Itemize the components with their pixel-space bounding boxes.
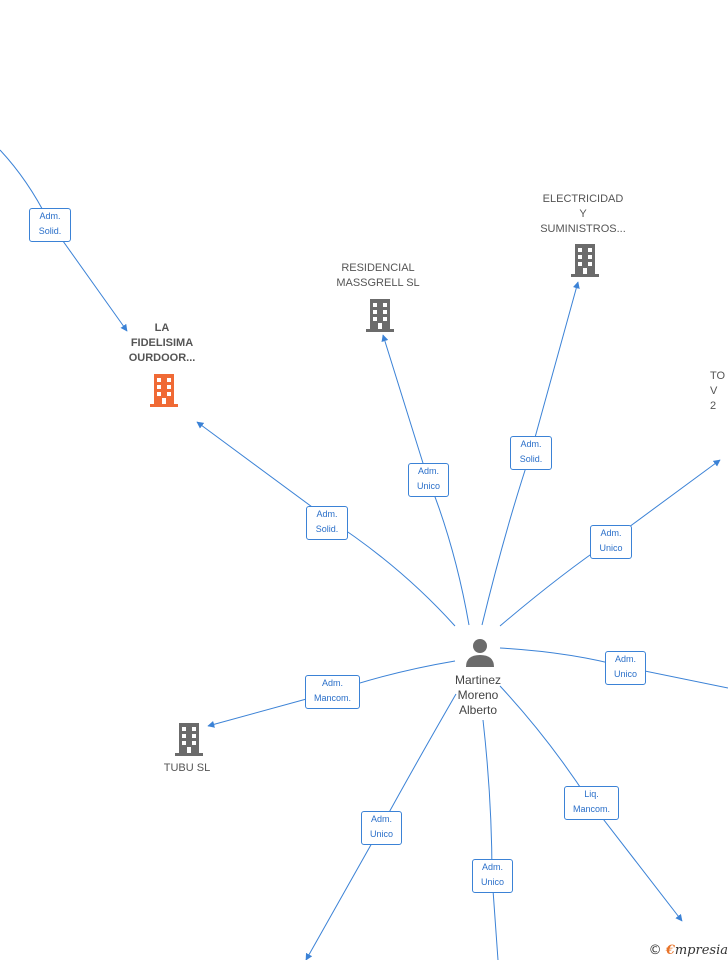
building-icon[interactable] bbox=[148, 372, 180, 408]
relation-label-to-electricidad[interactable]: Adm. Solid. bbox=[510, 436, 552, 470]
building-icon[interactable] bbox=[364, 297, 396, 333]
relation-label-bottom-left[interactable]: Adm. Unico bbox=[361, 811, 402, 845]
node-label-electricidad[interactable]: ELECTRICIDAD Y SUMINISTROS... bbox=[540, 193, 626, 235]
relation-label-to-right-middle[interactable]: Adm. Unico bbox=[605, 651, 646, 685]
relation-label-bottom-center[interactable]: Adm. Unico bbox=[472, 859, 513, 893]
relation-label-top-left[interactable]: Adm. Solid. bbox=[29, 208, 71, 242]
node-label-tubu[interactable]: TUBU SL bbox=[163, 762, 211, 774]
relation-label-to-right-upper[interactable]: Adm. Unico bbox=[590, 525, 632, 559]
edge-bottom-center bbox=[482, 719, 499, 960]
relation-label-to-fidelisima[interactable]: Adm. Solid. bbox=[306, 506, 348, 540]
relation-label-to-tubu[interactable]: Adm. Mancom. bbox=[305, 675, 360, 709]
building-icon[interactable] bbox=[173, 721, 205, 757]
brand-e-glyph: € bbox=[665, 943, 675, 958]
node-label-la-fidelisima[interactable]: LA FIDELISIMA OURDOOR... bbox=[128, 322, 196, 364]
person-icon[interactable] bbox=[464, 636, 496, 668]
node-label-residencial[interactable]: RESIDENCIAL MASSGRELL SL bbox=[336, 262, 420, 289]
copyright-symbol: © bbox=[648, 943, 662, 958]
node-label-partial-right[interactable]: TO V 2 bbox=[710, 370, 726, 412]
building-icon[interactable] bbox=[569, 242, 601, 278]
empresia-watermark: © €mpresia bbox=[649, 943, 728, 958]
node-label-center-person[interactable]: Martinez Moreno Alberto bbox=[454, 673, 501, 717]
brand-text: mpresia bbox=[674, 943, 728, 958]
relation-label-to-residencial[interactable]: Adm. Unico bbox=[408, 463, 449, 497]
relation-label-bottom-right[interactable]: Liq. Mancom. bbox=[564, 786, 619, 820]
